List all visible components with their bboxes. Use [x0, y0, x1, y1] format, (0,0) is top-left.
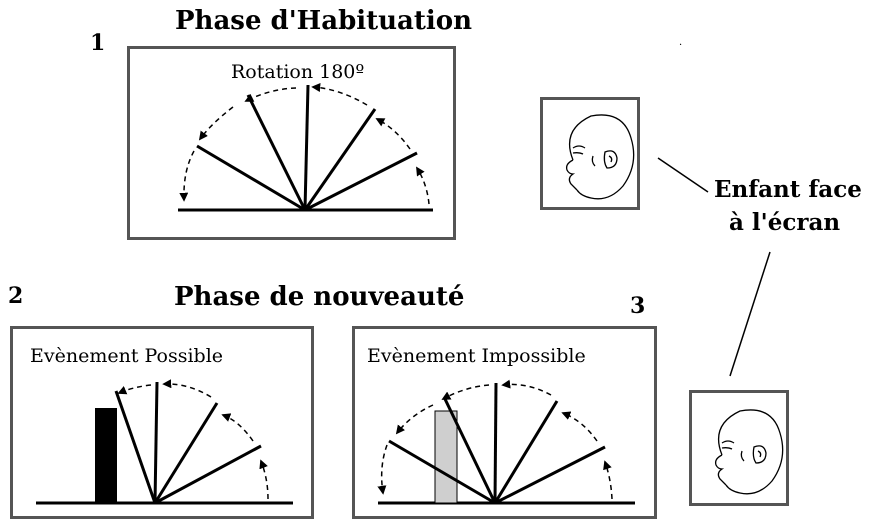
- impossible-event-panel: Evènement Impossible: [352, 326, 657, 519]
- screen-position-3: [493, 382, 498, 504]
- impossible-event-diagram: [377, 379, 635, 505]
- stray-dot: ·: [679, 40, 683, 51]
- rotation-arrow-4: [117, 384, 152, 395]
- possible-event-panel: Evènement Possible: [10, 326, 314, 519]
- rotation-arrow-1: [603, 460, 613, 500]
- rotation-arrow-2: [561, 411, 598, 442]
- rotation-arrow-6: [377, 444, 388, 495]
- habituation-panel: Rotation 180º: [127, 46, 456, 240]
- panel-2-number: 2: [8, 283, 24, 309]
- rotation-arrow-1: [416, 166, 430, 205]
- obstacle-box-ghost: [434, 410, 458, 504]
- screen-position-1: [154, 444, 262, 505]
- rotation-arrow-3: [311, 83, 368, 106]
- rotation-arrow-6: [179, 150, 195, 202]
- rotation-arrow-3: [501, 379, 552, 396]
- infant-head-icon: [714, 409, 784, 495]
- screen-position-4: [443, 398, 497, 504]
- possible-event-caption: Evènement Possible: [30, 345, 224, 367]
- screen-position-2: [153, 402, 219, 504]
- novelty-title: Phase de nouveauté: [174, 282, 465, 312]
- screen-position-5: [196, 144, 306, 212]
- screen-position-4: [246, 94, 307, 211]
- screen-position-4: [114, 390, 157, 504]
- obstacle-box: [95, 408, 117, 503]
- screen-position-5: [388, 439, 496, 505]
- rotation-caption: Rotation 180º: [231, 61, 365, 83]
- screen-position-1: [304, 151, 418, 212]
- infant-head-icon: [565, 114, 635, 200]
- panel-1-number: 1: [90, 30, 106, 56]
- screen-position-1: [494, 445, 606, 505]
- child-label-line-2: à l'écran: [729, 209, 841, 236]
- child-label-line-1: Enfant face: [714, 176, 862, 203]
- rotation-arrow-4: [441, 384, 490, 400]
- connector-top: [657, 157, 709, 193]
- rotation-arrow-1: [259, 459, 269, 500]
- rotation-arrow-3: [162, 379, 212, 398]
- habituation-title: Phase d'Habituation: [175, 6, 473, 36]
- screen-position-2: [303, 108, 377, 211]
- infant-face-bottom: [689, 390, 789, 506]
- screen-position-3: [153, 381, 159, 504]
- rotation-arrow-5: [395, 404, 434, 435]
- screen-position-3: [303, 84, 310, 211]
- rotation-arrow-4: [244, 87, 297, 102]
- connector-bottom: [729, 251, 771, 377]
- infant-face-top: [540, 97, 640, 210]
- rotation-arrow-2: [375, 118, 411, 150]
- rotation-arrow-5: [198, 106, 234, 141]
- possible-event-diagram: [36, 379, 293, 505]
- rotation-arrow-2: [221, 413, 254, 442]
- impossible-event-caption: Evènement Impossible: [367, 345, 586, 367]
- screen-position-2: [493, 400, 559, 504]
- habituation-rotation-diagram: [178, 83, 433, 212]
- panel-3-number: 3: [630, 293, 646, 319]
